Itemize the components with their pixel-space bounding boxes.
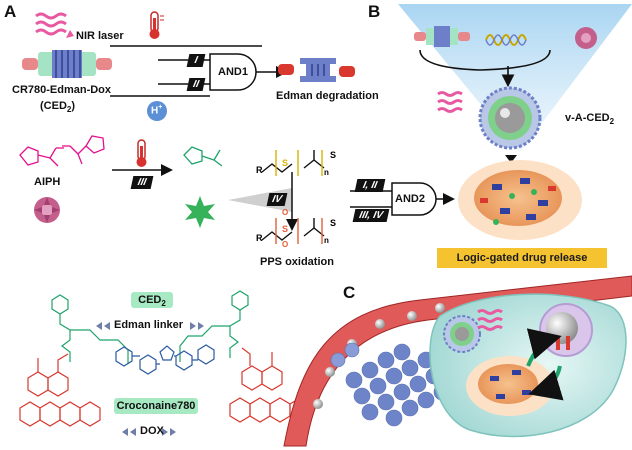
pps-bot-s2: S	[330, 218, 337, 228]
gate2-label: AND2	[395, 193, 425, 205]
released-particle-icon-c	[466, 356, 554, 416]
nir-laser-icon-c	[477, 309, 503, 331]
pps-top-r: R	[256, 165, 263, 175]
aiph-structure	[19, 135, 105, 167]
pps-structure-top	[261, 150, 325, 176]
drug-name-label: CR780-Edman-Dox	[12, 84, 112, 96]
pps-bot-s: S	[282, 224, 289, 234]
gate-and1	[110, 45, 288, 97]
nanoparticle-label: v-A-CED2	[565, 112, 614, 126]
nir-laser-label: NIR laser	[76, 30, 124, 42]
nanoparticle-icon-c	[443, 315, 481, 353]
pps-bot-o2: O	[282, 240, 289, 249]
edman-degradation-label: Edman degradation	[276, 90, 379, 102]
ced2-structure	[19, 290, 311, 427]
gate2-inputs-bottom: III, IV	[352, 209, 390, 222]
pps-top-s: S	[282, 158, 289, 168]
down-triangle	[505, 155, 517, 163]
gate-and2	[350, 182, 455, 216]
gate-input-1: I	[186, 54, 206, 67]
released-particle-icon	[458, 160, 582, 240]
pps-top-s2: S	[330, 150, 337, 160]
dox-label: DOX	[140, 425, 164, 437]
panel-letter-a: A	[4, 2, 17, 21]
drug-abbr-label: (CED2)	[40, 100, 75, 114]
pps-bot-o1: O	[282, 208, 289, 217]
proton-icon	[147, 101, 167, 121]
aiph-particle-icon	[34, 197, 60, 223]
pps-bot-n: n	[324, 236, 329, 245]
logic-release-banner: Logic-gated drug release	[437, 248, 607, 268]
aiph-particle-icon-b	[575, 27, 597, 49]
radical-star-icon	[185, 196, 215, 228]
nanoparticle-icon	[478, 86, 542, 150]
croconaine-label: Croconaine780	[114, 398, 198, 414]
proton-sup: +	[158, 104, 163, 111]
radical-structure	[183, 146, 223, 167]
nucleus-icon	[539, 303, 593, 357]
ced2-label-chevrons	[96, 322, 204, 436]
nanoparticle-sub: 2	[609, 117, 615, 127]
gate2-inputs-top: I, II	[354, 179, 386, 192]
drug-abbr-end: )	[71, 100, 76, 112]
drug-abbr-sub: 2	[66, 105, 72, 115]
thermometer-icon-1	[149, 11, 164, 39]
ced2-text: CED	[138, 294, 162, 306]
panel-letter-b: B	[368, 2, 381, 21]
gate1-label: AND1	[218, 66, 248, 78]
pps-oxidation-label: PPS oxidation	[260, 256, 334, 268]
ced2-molecule-icon	[22, 50, 112, 78]
drug-abbr-text: (CED	[40, 100, 67, 112]
tumor-tissue	[330, 342, 451, 427]
panel-letter-c: C	[343, 283, 356, 302]
edman-degraded-icon	[278, 58, 355, 82]
aiph-label: AIPH	[34, 176, 61, 188]
thermometer-icon-2	[136, 139, 147, 167]
edman-linker-label: Edman linker	[114, 319, 184, 331]
gate-input-2: II	[186, 78, 206, 91]
nir-laser-icon	[35, 12, 74, 38]
proton-text: H	[151, 105, 159, 117]
gate-input-3: III	[130, 176, 154, 189]
pps-bot-r: R	[256, 233, 263, 243]
pps-top-n: n	[324, 168, 329, 177]
ced2-pill: CED2	[131, 292, 173, 308]
green-arrows	[526, 328, 564, 401]
nir-laser-icon-b	[437, 91, 463, 113]
ced2-sub: 2	[161, 299, 166, 309]
pps-structure-bottom	[261, 218, 325, 244]
assembly-arrows	[419, 49, 551, 88]
proton-label: H+	[151, 104, 162, 116]
nanoparticle-text: v-A-CED	[565, 112, 610, 124]
polymer-conjugate-icon	[414, 26, 527, 47]
gate-input-4: IV	[266, 193, 288, 206]
